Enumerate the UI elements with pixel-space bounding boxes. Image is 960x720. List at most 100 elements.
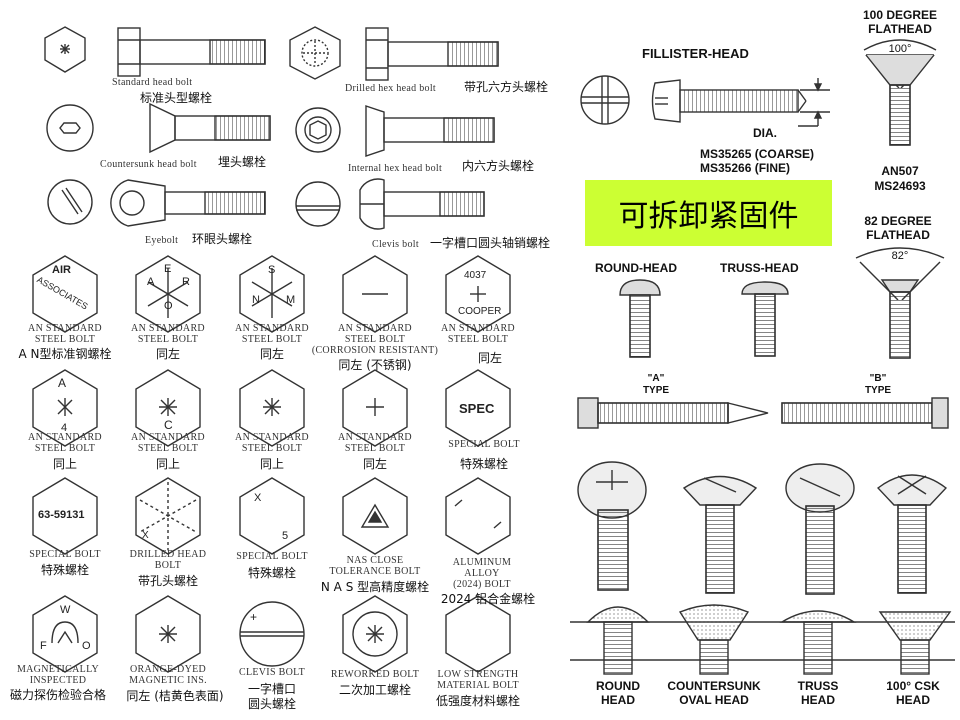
cap-r3c3-en1: SPECIAL BOLT bbox=[236, 551, 308, 562]
cap-r4c5-en2: MATERIAL BOLT bbox=[437, 680, 519, 691]
cap-r2c1-en2: STEEL BOLT bbox=[34, 443, 96, 454]
countersunk-head-bolt-drawing bbox=[46, 102, 271, 154]
label-type-b: TYPE bbox=[864, 385, 892, 396]
label-type-a-quote: "A" bbox=[647, 373, 665, 384]
mark-r3c2: X bbox=[142, 530, 149, 541]
label-angle-82: 82° bbox=[891, 250, 909, 262]
cap-r4c4-en1: REWORKED BOLT bbox=[330, 669, 420, 680]
cap-r3c4-en2: TOLERANCE BOLT bbox=[329, 566, 421, 577]
clevis-bolt-drawing bbox=[295, 178, 485, 230]
label-truss-head: TRUSS-HEAD bbox=[720, 261, 799, 275]
label-fillister-head: FILLISTER-HEAD bbox=[642, 46, 749, 61]
cap-r3c4-cn: N A S 型高精度螺栓 bbox=[320, 580, 430, 594]
label-100-degree: 100 DEGREE bbox=[862, 8, 938, 22]
cap-r3c5-en3: (2024) BOLT bbox=[453, 579, 511, 590]
cap-r1c3-cn: 同左 bbox=[259, 347, 284, 361]
section-100-csk-head bbox=[878, 611, 952, 675]
cap-r3c2-en1: DRILLED HEAD bbox=[129, 549, 207, 560]
label-dia: DIA. bbox=[753, 126, 777, 140]
mark-r2c5: SPEC bbox=[459, 401, 495, 416]
mark-r2c1-bottom: 4 bbox=[61, 422, 68, 434]
flathead-82-drawing bbox=[855, 247, 945, 359]
section-csk-oval-head bbox=[678, 604, 750, 675]
label-bottom-csk-2: OVAL HEAD bbox=[679, 693, 749, 707]
mark-r3c1: 63-59131 bbox=[38, 509, 85, 521]
cap-r4c1-cn: 磁力探伤检验合格 bbox=[9, 688, 106, 702]
cap-r1c5-en1: AN STANDARD bbox=[441, 323, 515, 334]
mark-r2c1-top: A bbox=[58, 376, 67, 390]
eyebolt-en: Eyebolt bbox=[145, 235, 179, 246]
label-ms-fine: MS35266 (FINE) bbox=[700, 161, 791, 175]
cap-r3c2-cn: 带孔头螺栓 bbox=[137, 574, 198, 588]
countersunk-bolt-en: Countersunk head bolt bbox=[100, 159, 197, 170]
label-ms24693: MS24693 bbox=[874, 179, 926, 193]
countersunk-oval-screw bbox=[682, 475, 758, 594]
cap-r2c3-cn: 同上 bbox=[259, 457, 284, 471]
internal-hex-bolt-drawing bbox=[295, 105, 495, 157]
label-82-degree: 82 DEGREE bbox=[864, 214, 932, 228]
label-an507: AN507 bbox=[881, 164, 919, 178]
mark-r4c1-f: F bbox=[40, 640, 47, 652]
mark-r1c5-top: 4037 bbox=[464, 270, 487, 281]
grid-hex-r3c5 bbox=[445, 477, 511, 555]
cap-r4c2-cn: 同左 (桔黄色表面) bbox=[126, 689, 224, 703]
grid-hex-r3c2 bbox=[135, 477, 201, 555]
cap-r4c1-en1: MAGNETICALLY bbox=[16, 664, 100, 675]
cap-r1c5-en2: STEEL BOLT bbox=[447, 334, 509, 345]
cap-r1c5-cn: 同左 bbox=[477, 351, 502, 365]
cap-r1c2-en2: STEEL BOLT bbox=[137, 334, 199, 345]
cap-r2c1-cn: 同上 bbox=[52, 457, 77, 471]
label-round-head: ROUND-HEAD bbox=[595, 261, 677, 275]
grid-hex-r2c2 bbox=[135, 369, 201, 447]
grid-hex-r4c5 bbox=[445, 595, 511, 673]
fillister-head-screw-drawing bbox=[580, 75, 830, 127]
grid-hex-r4c2 bbox=[135, 595, 201, 673]
label-angle-100: 100° bbox=[888, 43, 912, 55]
standard-head-bolt-cn: 标准头型螺栓 bbox=[140, 91, 213, 105]
cap-r4c3-en1: CLEVIS BOLT bbox=[239, 667, 305, 678]
clevis-bolt-en: Clevis bolt bbox=[372, 239, 419, 250]
label-ms-coarse: MS35265 (COARSE) bbox=[700, 147, 815, 161]
cap-r4c3-cn2: 圆头螺栓 bbox=[247, 697, 296, 711]
grid-hex-r3c1 bbox=[32, 477, 98, 555]
standard-head-bolt-drawing bbox=[44, 26, 266, 77]
label-100-flathead: FLATHEAD bbox=[868, 22, 932, 36]
cap-r2c5-cn: 特殊螺栓 bbox=[459, 457, 508, 471]
mark-r4c1-o: O bbox=[82, 640, 91, 652]
label-type-a: TYPE bbox=[642, 385, 670, 396]
page-title: 可拆卸紧固件 bbox=[585, 180, 832, 246]
cap-r2c3-en1: AN STANDARD bbox=[235, 432, 309, 443]
flathead-phillips-screw bbox=[876, 474, 948, 594]
cap-r3c3-cn: 特殊螺栓 bbox=[247, 566, 296, 580]
mark-r1c2-a: A bbox=[147, 276, 155, 288]
mark-r1c3-s: S bbox=[268, 264, 276, 276]
cap-r4c4-cn: 二次加工螺栓 bbox=[338, 683, 411, 697]
clevis-bolt-cn: 一字槽口圆头轴销螺栓 bbox=[430, 236, 551, 250]
grid-hex-r1c4 bbox=[342, 255, 408, 333]
flathead-100-drawing bbox=[863, 39, 937, 146]
grid-hex-r2c4 bbox=[342, 369, 408, 447]
cap-r4c2-en1: ORANGE-DYED bbox=[129, 664, 207, 675]
cap-r3c5-en1: ALUMINUM bbox=[452, 557, 512, 568]
grid-hex-r1c1 bbox=[32, 255, 98, 333]
cap-r3c1-cn: 特殊螺栓 bbox=[40, 563, 89, 577]
internal-hex-bolt-cn: 内六方头螺栓 bbox=[462, 159, 535, 173]
cap-r4c5-en1: LOW STRENGTH bbox=[437, 669, 519, 680]
round-head-phillips-screw bbox=[577, 461, 647, 591]
grid-hex-r2c3 bbox=[239, 369, 305, 447]
grid-hex-r3c3 bbox=[239, 477, 305, 555]
cap-r4c3-cn1: 一字槽口 bbox=[247, 682, 296, 696]
cap-r1c4-en1: AN STANDARD bbox=[338, 323, 412, 334]
cap-r2c2-en1: AN STANDARD bbox=[131, 432, 205, 443]
mark-r1c1-top: AIR bbox=[52, 264, 71, 276]
internal-hex-bolt-en: Internal hex head bolt bbox=[348, 163, 443, 174]
mark-r4c1-w: W bbox=[60, 604, 71, 616]
label-82-flathead: FLATHEAD bbox=[866, 228, 930, 242]
grid-hex-r2c5 bbox=[445, 369, 511, 447]
cap-r3c2-en2: BOLT bbox=[154, 560, 182, 571]
mark-r1c2-e: E bbox=[164, 263, 172, 275]
countersunk-bolt-cn: 埋头螺栓 bbox=[218, 155, 267, 169]
grid-hex-r1c5 bbox=[445, 255, 511, 333]
cap-r3c4-en1: NAS CLOSE bbox=[346, 555, 404, 566]
